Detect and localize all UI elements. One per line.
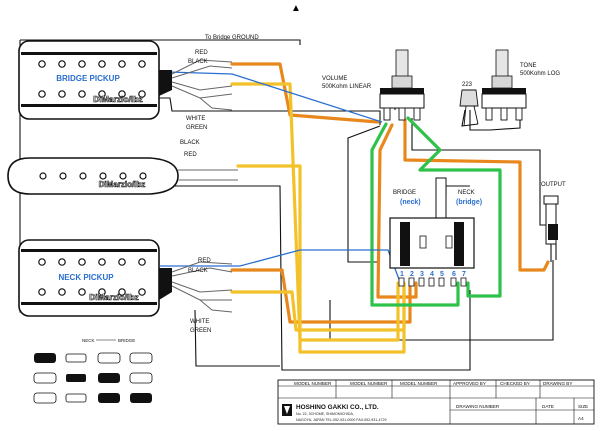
green-wires (370, 116, 502, 307)
capacitor-value: 223 (462, 82, 473, 88)
orange-wires (230, 62, 550, 324)
middle-wire-red-label: RED (184, 152, 197, 158)
tone-pot: TONE 500Kohm LOG (481, 49, 560, 121)
neck-wire-red-label: RED (198, 258, 211, 264)
neck-pickup-label: NECK PICKUP (58, 273, 114, 282)
neck-wire-fanout (171, 261, 233, 313)
neck-wire-labels: RED BLACK WHITE GREEN (188, 258, 211, 334)
tone-value: 500Kohm LOG (520, 71, 560, 77)
legend-neck-label: NECK (82, 338, 95, 343)
switch-contact-right (445, 235, 453, 249)
title-model-number-2: MODEL NUMBER (350, 381, 388, 386)
tone-lugs (485, 107, 523, 121)
middle-pickup-brand: DiMarzio/Ibz (99, 180, 146, 189)
bridge-wire-labels: RED BLACK WHITE GREEN To Bridge GROUND (186, 35, 259, 131)
volume-value: 500Kohm LINEAR (322, 84, 372, 90)
legend-bridge-label: BRIDGE (118, 338, 135, 343)
switch-bridge-label: BRIDGE (393, 190, 416, 196)
bridge-wire-fanout (171, 59, 233, 111)
bridge-pole-pieces-top (38, 60, 146, 68)
middle-wire-labels: BLACK RED (180, 140, 200, 158)
title-drawing-number: DRAWING NUMBER (456, 404, 500, 409)
title-size: SIZE (578, 404, 588, 409)
title-approved-by: APPROVED BY (453, 381, 486, 386)
output-label: OUTPUT (541, 182, 566, 188)
bridge-pickup: BRIDGE PICKUP DiMarzio/Ibz (18, 40, 172, 120)
volume-title: VOLUME (322, 76, 347, 82)
output-jack: OUTPUT (541, 182, 566, 262)
switch-lug-5: 5 (440, 271, 444, 278)
neck-pickup-cable (159, 268, 172, 300)
volume-body (379, 93, 425, 109)
switch-bridge-sub: (neck) (400, 199, 421, 206)
title-address-1: No. 22, 3CHOME, SHIMOMICHIDA, (296, 412, 354, 416)
bridge-wire-white-label: WHITE (186, 116, 205, 122)
bridge-wire-red-label: RED (195, 50, 208, 56)
switch-neck-sub: (bridge) (456, 199, 482, 206)
bridge-pickup-cable (159, 70, 172, 96)
legend-row-2 (33, 372, 153, 384)
title-block: MODEL NUMBER MODEL NUMBER MODEL NUMBER A… (277, 379, 595, 425)
middle-pole-pieces (39, 172, 147, 180)
switch-lug-2: 2 (410, 271, 414, 278)
tone-capacitor: 223 (459, 82, 479, 127)
yellow-wires (230, 82, 406, 354)
to-bridge-ground-label: To Bridge GROUND (205, 35, 259, 41)
bridge-pole-pieces-bottom (38, 90, 146, 98)
title-company: HOSHINO GAKKI CO., LTD. (296, 404, 379, 411)
switch-lug-1: 1 (400, 271, 404, 278)
neck-wire-green-label: GREEN (190, 328, 211, 334)
switch-lug-4: 4 (430, 271, 434, 278)
volume-lugs (383, 107, 421, 121)
pickup-selector-switch: BRIDGE (neck) NECK (bridge) 1 2 3 4 5 6 … (389, 177, 482, 287)
middle-pickup: DiMarzio/Ibz (7, 157, 238, 195)
bridge-wire-green-label: GREEN (186, 125, 207, 131)
switch-lug-6: 6 (452, 271, 456, 278)
neck-wire-white-label: WHITE (190, 319, 209, 325)
switch-lug-7: 7 (462, 271, 466, 278)
title-size-value: A4 (578, 416, 584, 421)
volume-cap (380, 88, 424, 94)
bridge-wire-black-label: BLACK (188, 59, 208, 65)
title-model-number-3: MODEL NUMBER (400, 381, 438, 386)
switch-lugs (398, 277, 467, 287)
title-date: DATE (542, 404, 554, 409)
neck-pole-pieces-bottom (38, 288, 146, 296)
switch-wafer-left (400, 222, 410, 266)
volume-pot: VOLUME 500Kohm LINEAR (322, 49, 425, 121)
switch-neck-label: NECK (458, 190, 475, 196)
bridge-pickup-brand: DiMarzio/Ibz (93, 94, 143, 104)
neck-pickup: NECK PICKUP DiMarzio/Ibz (18, 239, 172, 317)
switch-contact-left (419, 235, 427, 249)
title-checked-by: CHECKED BY (500, 381, 530, 386)
legend-row-1 (34, 352, 153, 364)
switch-lug-3: 3 (420, 271, 424, 278)
bridge-pickup-label: BRIDGE PICKUP (56, 74, 120, 83)
switch-lever (435, 177, 447, 219)
title-model-number-1: MODEL NUMBER (294, 381, 332, 386)
tone-title: TONE (520, 63, 537, 69)
switch-lug-numbers: 1 2 3 4 5 6 7 (400, 271, 466, 278)
switch-wafer-right (454, 222, 464, 266)
tone-bushing (491, 75, 513, 89)
volume-bushing (391, 75, 413, 89)
legend-row-3 (33, 392, 152, 404)
neck-pickup-brand: DiMarzio/Ibz (89, 292, 139, 302)
middle-wire-black-label: BLACK (180, 140, 200, 146)
blue-wires (160, 71, 401, 283)
switch-position-legend: NECK BRIDGE (33, 338, 153, 404)
title-drawn-by: DRAWING BY (543, 381, 572, 386)
hoshino-logo (282, 404, 292, 416)
top-arrow-marker: ▲ (291, 3, 301, 14)
tone-body (481, 93, 527, 109)
neck-pole-pieces-top (38, 258, 146, 266)
tone-cap (482, 88, 526, 94)
neck-wire-black-label: BLACK (188, 268, 208, 274)
title-address-2: NAGOYA, JAPAN TEL:052-931-0000 FAX:052-9… (296, 418, 387, 422)
